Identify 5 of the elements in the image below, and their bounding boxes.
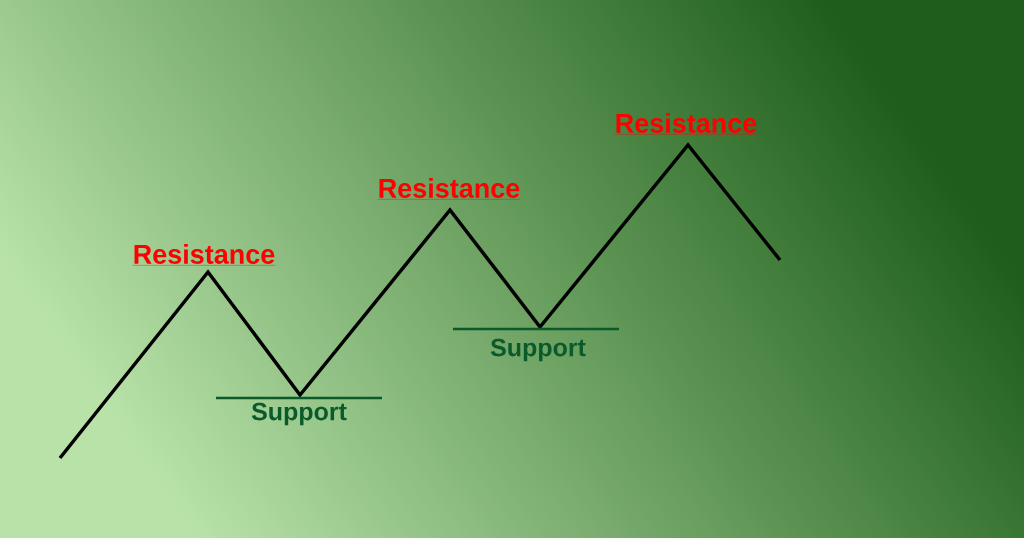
resistance-label: Resistance <box>614 113 758 135</box>
resistance-label: Resistance <box>132 244 276 266</box>
resistance-label: Resistance <box>377 178 521 200</box>
support-label: Support <box>251 402 347 426</box>
support-label: Support <box>490 338 586 362</box>
